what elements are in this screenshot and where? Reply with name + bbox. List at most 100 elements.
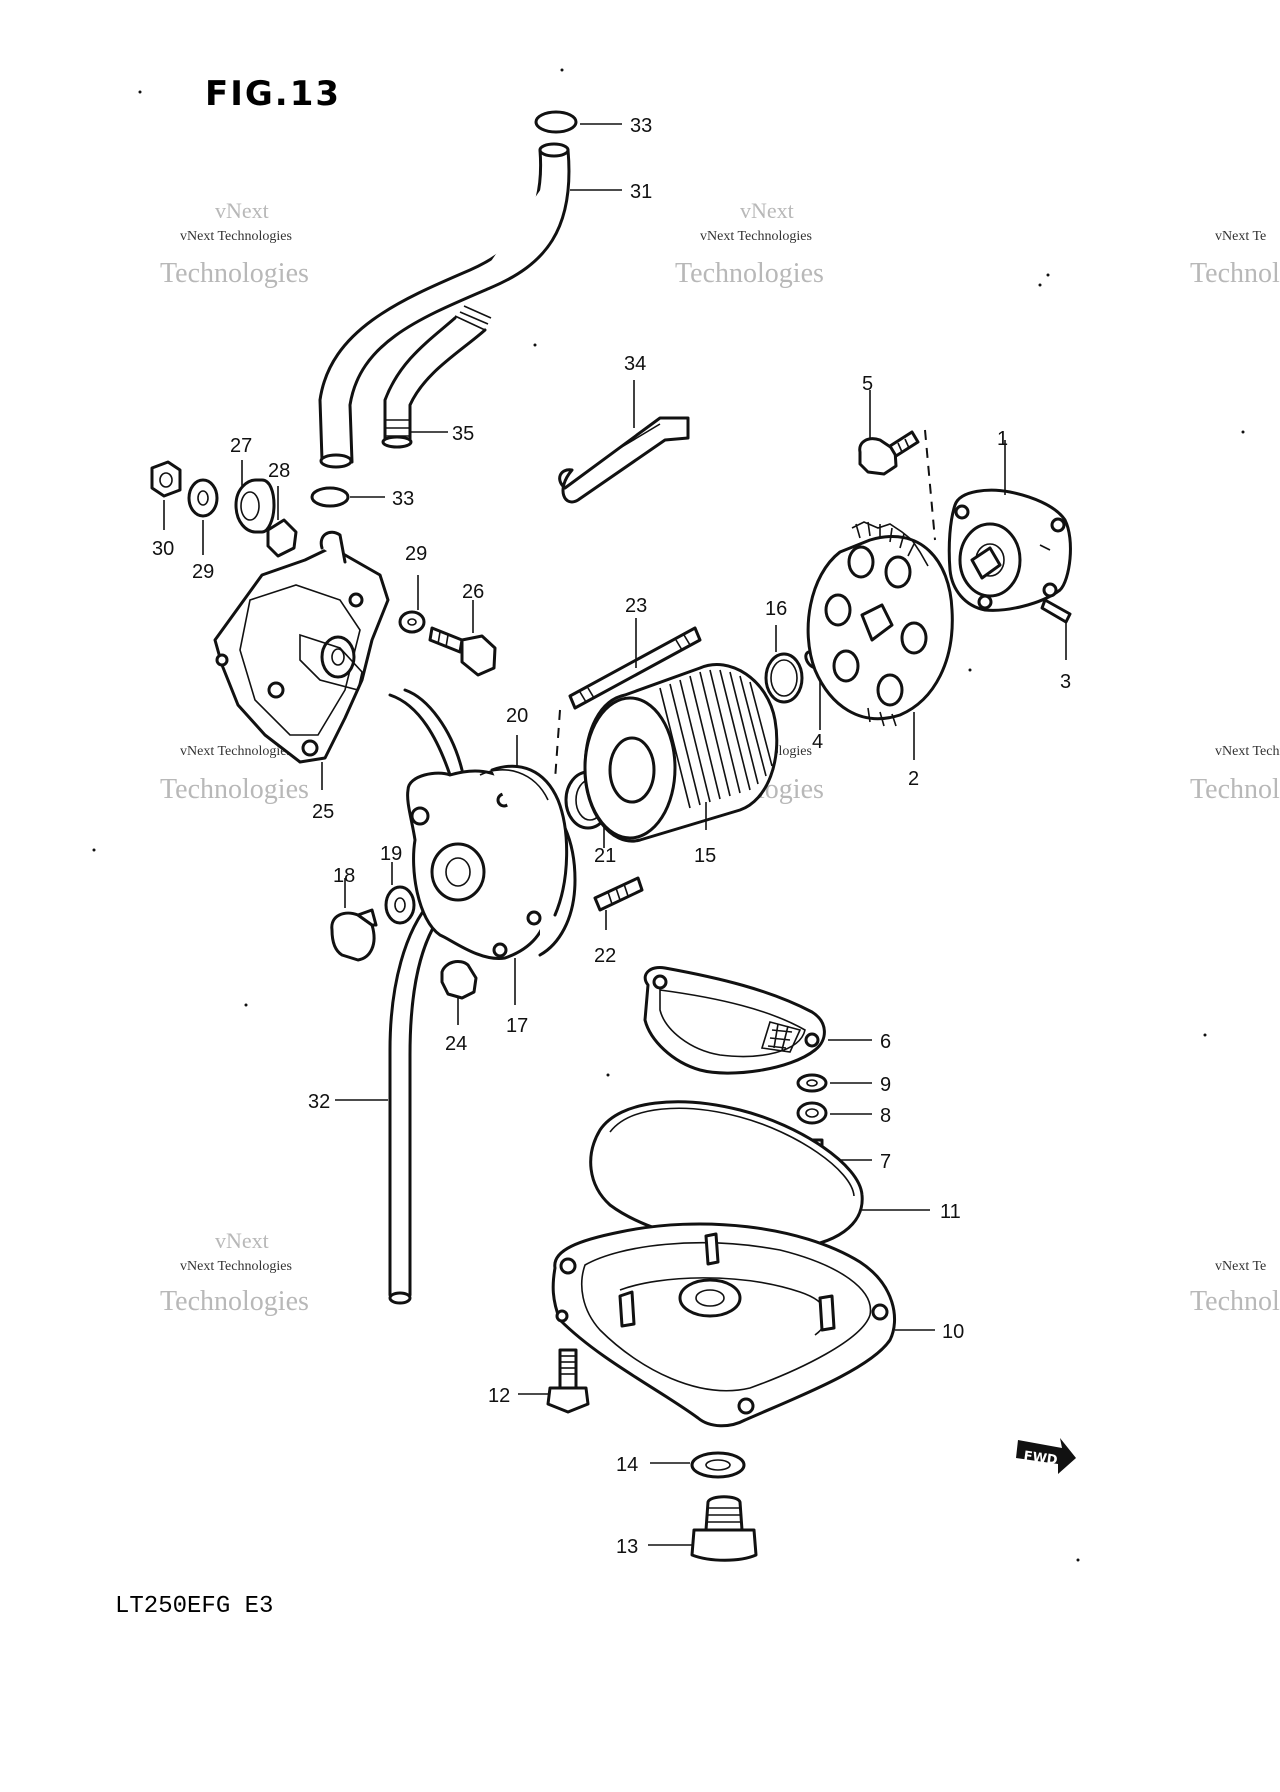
svg-text:vNext Technologies: vNext Technologies <box>180 229 292 244</box>
part-13-drain-plug <box>690 1495 758 1562</box>
callout-30: 30 <box>152 538 174 560</box>
part-34-bracket <box>558 416 690 504</box>
callout-19: 19 <box>380 843 402 865</box>
part-26-bolt <box>428 626 497 677</box>
callout-3: 3 <box>1060 671 1071 693</box>
callout-26: 26 <box>462 581 484 603</box>
callout-4: 4 <box>812 731 823 753</box>
fwd-label: FWD <box>1023 1449 1059 1469</box>
part-35-ribbed-hose <box>381 305 492 449</box>
part-29-washer-right <box>398 610 426 634</box>
svg-text:vNext: vNext <box>215 198 269 223</box>
part-15-oil-filter <box>583 663 779 843</box>
part-10-sump <box>551 1222 897 1428</box>
svg-text:vNext Te: vNext Te <box>1215 1259 1266 1274</box>
part-12-bolt <box>546 1348 590 1414</box>
part-11-gasket <box>589 1100 864 1251</box>
callout-9: 9 <box>880 1074 891 1096</box>
watermark-top-left: vNext vNext Technologies Technologies <box>160 198 309 289</box>
fwd-arrow-icon: FWD <box>1016 1438 1076 1474</box>
part-33-cap-top <box>534 110 578 134</box>
watermark-mid-left: vNext Technologies Technologies <box>160 744 309 805</box>
svg-text:vNext Technologies: vNext Technologies <box>700 229 812 244</box>
part-27-seal <box>234 478 276 534</box>
part-9-washer <box>796 1073 828 1093</box>
callout-29-left: 29 <box>192 561 214 583</box>
callout-1: 1 <box>997 428 1008 450</box>
svg-text:Technologies: Technologies <box>1190 774 1280 805</box>
scan-specks <box>92 68 1245 1562</box>
callout-11: 11 <box>940 1201 961 1223</box>
part-24-nut <box>440 960 478 1000</box>
callout-16: 16 <box>765 598 787 620</box>
part-30-nut <box>150 460 182 498</box>
callout-24: 24 <box>445 1033 467 1055</box>
part-19-washer <box>384 885 416 925</box>
part-28-collar <box>266 518 298 558</box>
callout-18: 18 <box>333 865 355 887</box>
callout-25: 25 <box>312 801 334 823</box>
callout-33-mid: 33 <box>392 488 414 510</box>
model-code: LT250EFG E3 <box>115 1593 273 1620</box>
part-22-stud-short <box>593 876 644 912</box>
part-6-strainer <box>643 965 826 1075</box>
callout-13: 13 <box>616 1536 638 1558</box>
svg-text:vNext Te: vNext Te <box>1215 229 1266 244</box>
part-31-breather-hose <box>318 142 571 469</box>
callout-12: 12 <box>488 1385 510 1407</box>
callout-27: 27 <box>230 435 252 457</box>
part-33-clip-mid <box>310 486 350 508</box>
part-8-washer <box>796 1101 828 1125</box>
part-5-bolt <box>858 430 920 476</box>
svg-text:vNext Technologies: vNext Technologies <box>180 744 292 759</box>
callout-34: 34 <box>624 353 646 375</box>
callout-7: 7 <box>880 1151 891 1173</box>
part-14-washer <box>690 1451 746 1479</box>
callout-31: 31 <box>630 181 652 203</box>
part-23-stud-long <box>554 626 702 781</box>
watermark-group: vNext vNext Technologies Technologies vN… <box>160 198 1280 1317</box>
watermark-top-center: vNext vNext Technologies Technologies <box>675 198 824 289</box>
part-25-pump-housing <box>213 530 390 764</box>
part-29-washer-left <box>187 478 219 518</box>
watermark-mid-right: vNext Techno Technologies <box>1190 744 1280 805</box>
part-2-pump-gear <box>806 521 954 727</box>
callout-10: 10 <box>942 1321 964 1343</box>
watermark-bottom-right: vNext Te Technologies <box>1190 1259 1280 1317</box>
part-16-oring <box>764 652 804 704</box>
callout-8: 8 <box>880 1105 891 1127</box>
svg-text:vNext: vNext <box>215 1228 269 1253</box>
part-3-pin <box>1040 598 1072 624</box>
svg-text:Technologies: Technologies <box>160 258 309 289</box>
callout-14: 14 <box>616 1454 638 1476</box>
callout-33-top: 33 <box>630 115 652 137</box>
callout-29-right: 29 <box>405 543 427 565</box>
callout-21: 21 <box>594 845 616 867</box>
callout-23: 23 <box>625 595 647 617</box>
svg-text:Technologies: Technologies <box>1190 1286 1280 1317</box>
svg-text:Technologies: Technologies <box>160 1286 309 1317</box>
watermark-top-right: vNext Te Technologies <box>1190 229 1280 289</box>
callout-28: 28 <box>268 460 290 482</box>
callout-17: 17 <box>506 1015 528 1037</box>
part-18-bolt <box>330 908 378 962</box>
callout-15: 15 <box>694 845 716 867</box>
figure-title: FIG.13 <box>205 74 341 114</box>
svg-text:Technologies: Technologies <box>1190 258 1280 289</box>
callout-5: 5 <box>862 373 873 395</box>
watermark-bottom-left: vNext vNext Technologies Technologies <box>160 1228 309 1317</box>
part-1-pump-cover <box>947 488 1072 612</box>
svg-text:vNext Technologies: vNext Technologies <box>180 1259 292 1274</box>
svg-text:vNext: vNext <box>740 198 794 223</box>
svg-text:Technologies: Technologies <box>160 774 309 805</box>
part-32-hose <box>388 688 464 1305</box>
callout-2: 2 <box>908 768 919 790</box>
svg-text:vNext Techno: vNext Techno <box>1215 744 1280 759</box>
svg-text:Technologies: Technologies <box>675 258 824 289</box>
callout-32: 32 <box>308 1091 330 1113</box>
callout-22: 22 <box>594 945 616 967</box>
callout-20: 20 <box>506 705 528 727</box>
callout-35: 35 <box>452 423 474 445</box>
callout-6: 6 <box>880 1031 891 1053</box>
